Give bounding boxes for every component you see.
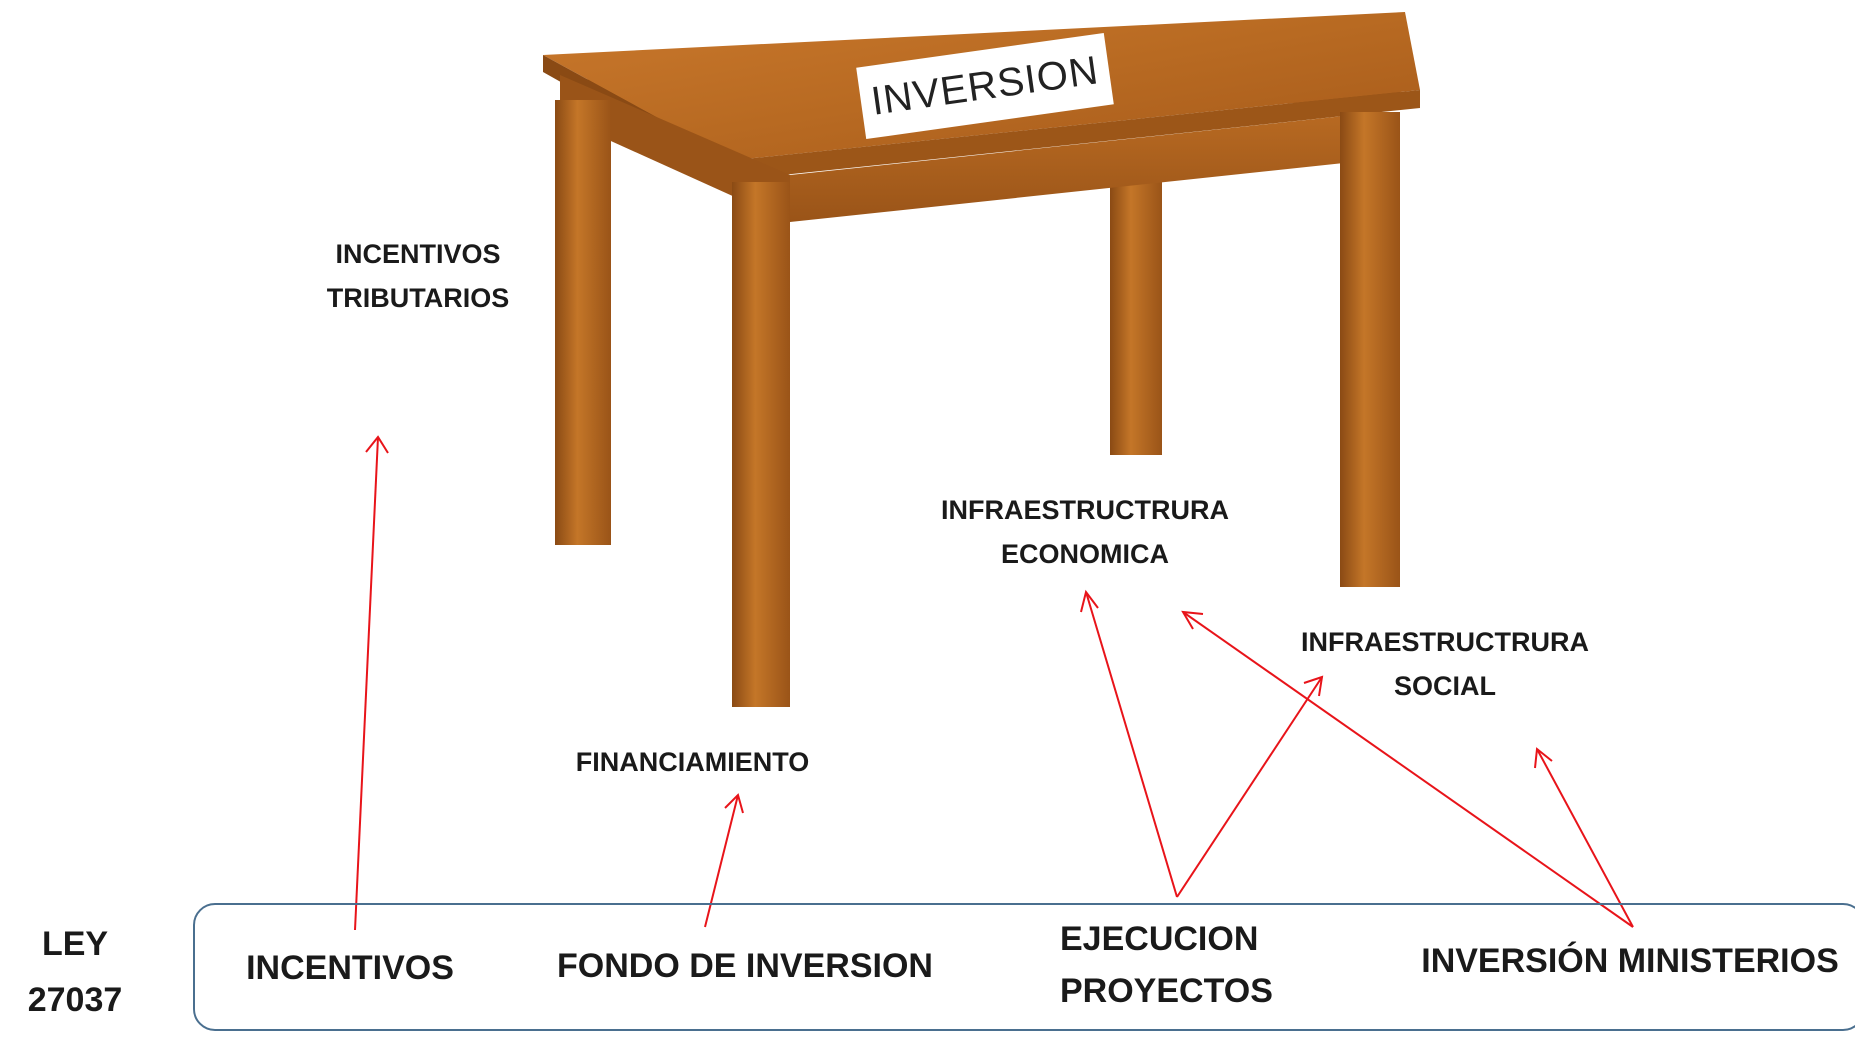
infra-economica-line2: ECONOMICA [1001, 539, 1169, 569]
law-line1: LEY [41, 925, 109, 963]
arrow-ejecucion-to-social [1176, 675, 1324, 898]
infra-social-line2: SOCIAL [1393, 671, 1496, 701]
incentivos-tributarios-line1: INCENTIVOS [335, 239, 501, 269]
ejecucion-line2: PROYECTOS [1060, 972, 1273, 1010]
front-left-leg [732, 182, 790, 707]
law-components-box [193, 903, 1855, 1031]
law-line2: 27037 [27, 981, 123, 1019]
left-side-leg [555, 100, 611, 545]
arrow-fondo-to-financiamiento [704, 793, 744, 928]
arrow-ministerios-to-social [1534, 747, 1634, 928]
arrow-ministerios-to-economica [1181, 610, 1634, 928]
incentivos-tributarios-line2: TRIBUTARIOS [326, 283, 510, 313]
infraestructura-economica-label: INFRAESTRUCTRURA ECONOMICA [920, 488, 1250, 576]
law-label: LEY 27037 [10, 916, 140, 1028]
infra-economica-line1: INFRAESTRUCTRURA [941, 495, 1229, 525]
arrow-ejecucion-to-economica [1080, 589, 1178, 898]
incentivos-tributarios-label: INCENTIVOS TRIBUTARIOS [318, 232, 518, 320]
infra-social-line1: INFRAESTRUCTRURA [1301, 627, 1589, 657]
front-right-leg [1340, 112, 1400, 587]
inversion-ministerios-label: INVERSIÓN MINISTERIOS [1421, 942, 1839, 980]
front-apron-long [790, 113, 1372, 222]
tabletop-edge [735, 90, 1420, 180]
ejecucion-line1: EJECUCION [1060, 920, 1259, 958]
arrow-incentivos-to-tributarios [354, 435, 389, 931]
back-right-leg [1110, 170, 1162, 455]
financiamiento-label: FINANCIAMIENTO [575, 747, 810, 777]
incentivos-label: INCENTIVOS [246, 949, 454, 987]
fondo-de-inversion-label: FONDO DE INVERSION [557, 947, 933, 985]
ejecucion-proyectos-label: EJECUCION PROYECTOS [1060, 913, 1290, 1017]
infraestructura-social-label: INFRAESTRUCTRURA SOCIAL [1280, 620, 1610, 708]
